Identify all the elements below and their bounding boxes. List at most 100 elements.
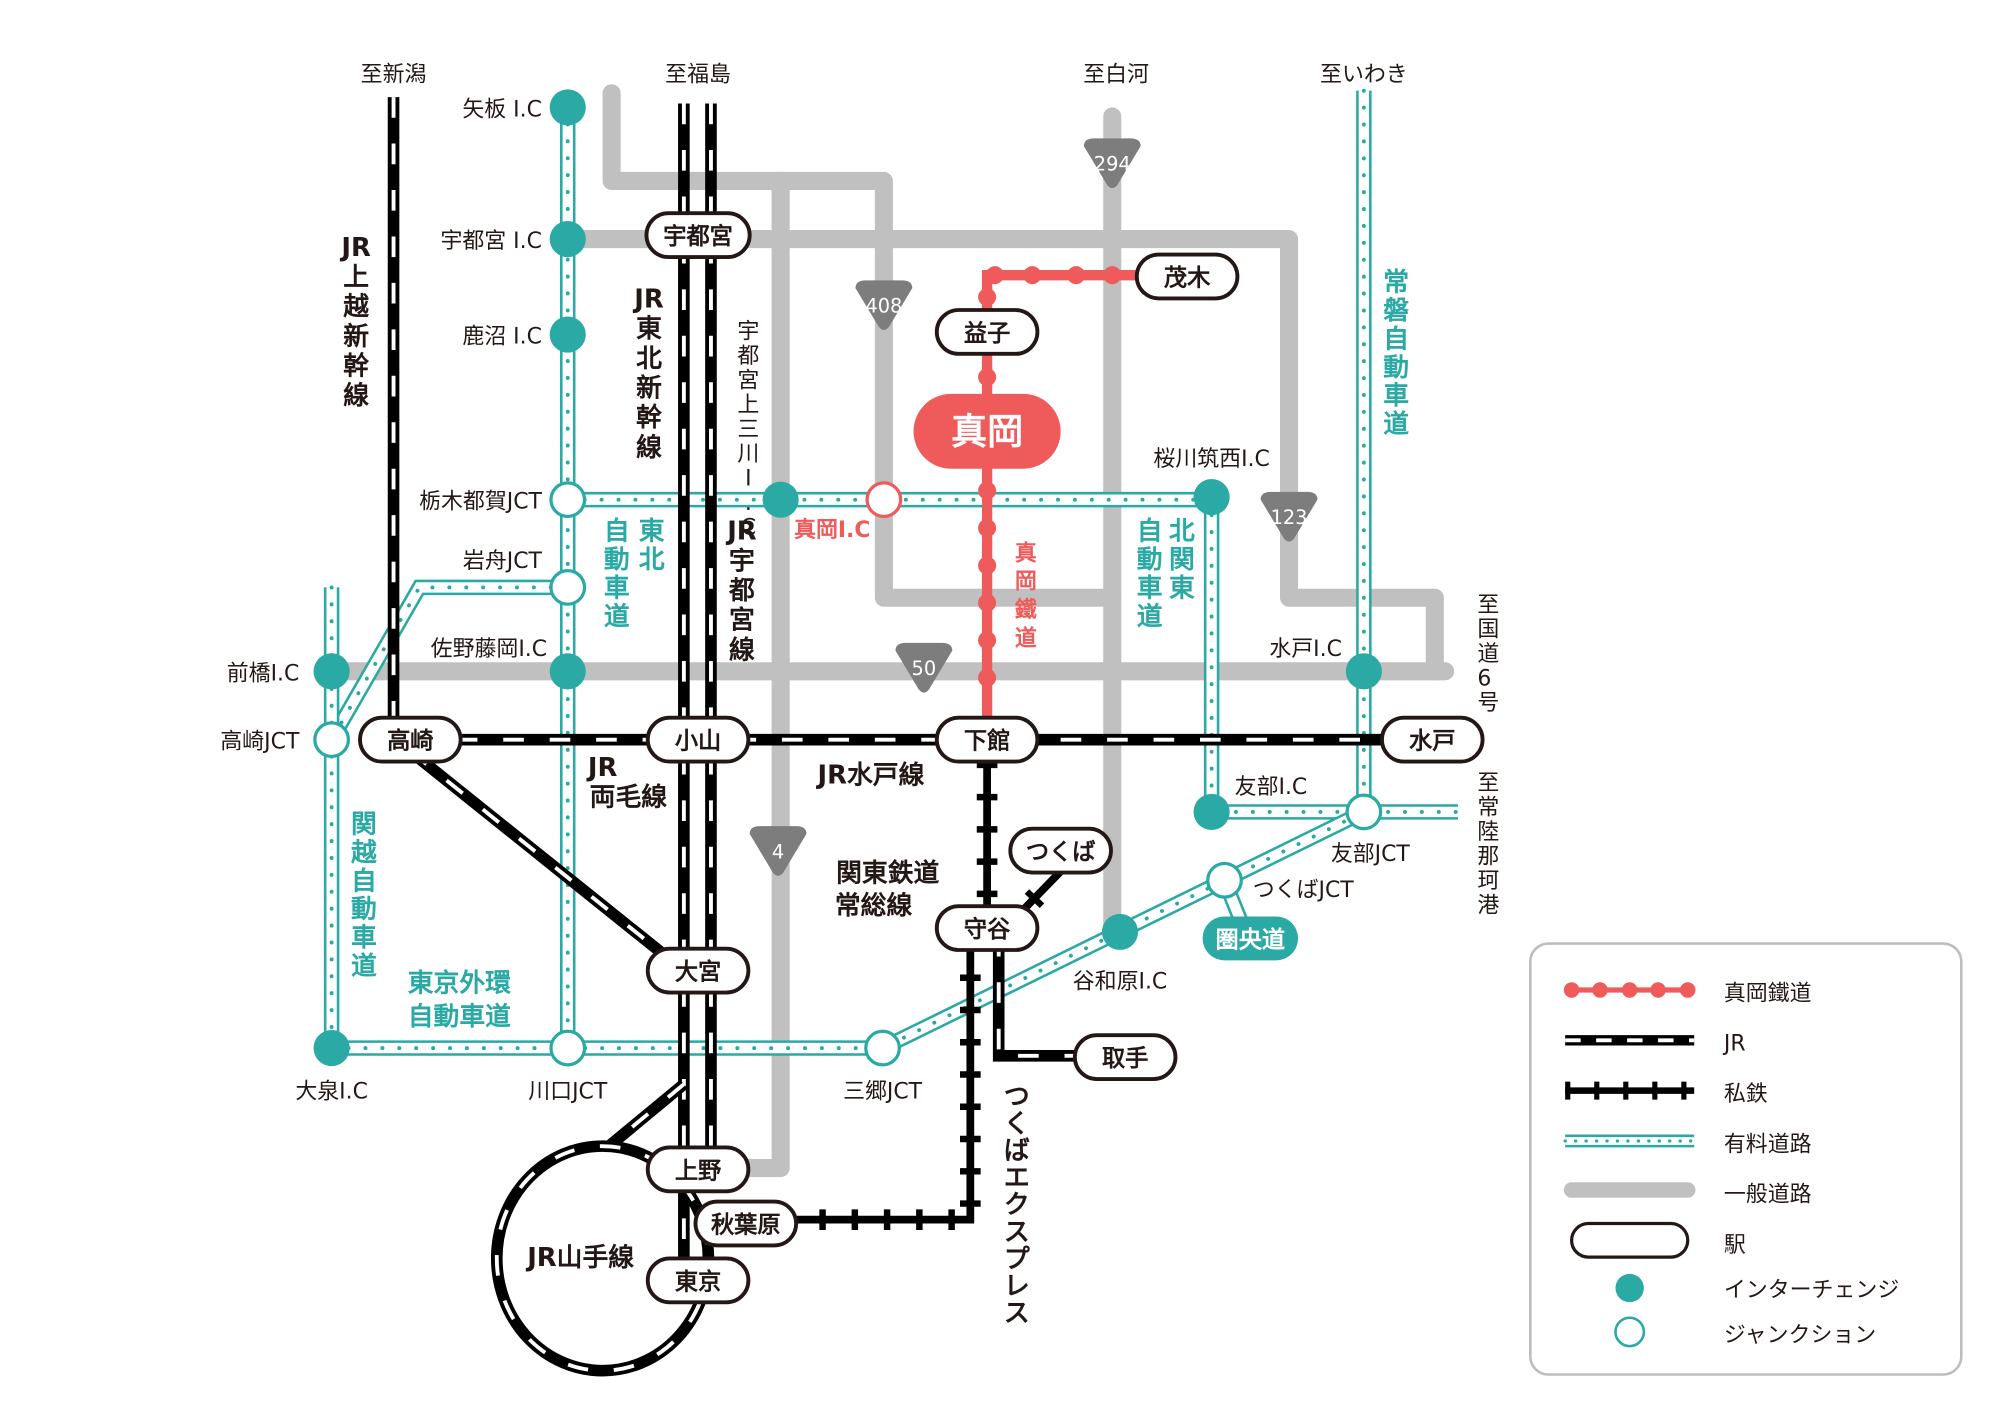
label-moka-railway: 真岡鐵道 [1015, 540, 1037, 651]
svg-text:道: 道 [1383, 409, 1409, 440]
moka-railway-stop-dot [978, 519, 997, 538]
label-maebashi: 前橋I.C [227, 661, 300, 686]
station-shimodate[interactable]: 下館 [934, 715, 1040, 764]
tsukuba-branch-track [1016, 864, 1068, 917]
svg-text:宮: 宮 [729, 605, 755, 636]
svg-text:両毛線: 両毛線 [590, 781, 668, 812]
interchange-yawara[interactable] [1101, 913, 1139, 950]
interchange-kanuma[interactable] [549, 316, 586, 353]
station-moka-label: 真岡 [951, 410, 1023, 453]
takasaki-line-track [406, 746, 688, 976]
station-toride[interactable]: 取手 [1072, 1033, 1178, 1081]
station-label: 小山 [675, 728, 721, 755]
junction-tomobe[interactable] [1345, 793, 1383, 831]
moka-railway-stop-dot [1103, 266, 1122, 285]
route-shield-50: 50 [895, 642, 953, 693]
svg-text:レ: レ [1004, 1272, 1030, 1302]
label-misato: 三郷JCT [843, 1079, 923, 1104]
svg-text:JR: JR [339, 233, 371, 263]
station-mashiko[interactable]: 益子 [934, 308, 1040, 356]
legend-label-junction-circle: ジャンクション [1724, 1323, 1876, 1348]
legend-symbol-interchange [1615, 1273, 1644, 1303]
svg-text:越: 越 [343, 292, 369, 322]
svg-text:線: 線 [729, 634, 755, 665]
junction-iwafune[interactable] [549, 569, 587, 606]
station-takasaki[interactable]: 高崎 [358, 715, 463, 764]
moka-railway-stop-dot [1023, 266, 1042, 285]
interchange-utsunomiya-kamimikawa[interactable] [762, 481, 799, 518]
label-tsukuba: つくばJCT [1253, 878, 1355, 903]
label-yamanote-line: JR山手線 [525, 1242, 634, 1273]
svg-text:自: 自 [351, 865, 377, 896]
svg-text:自: 自 [604, 516, 630, 547]
interchange-utsunomiya[interactable] [549, 220, 586, 258]
label-niigata: 至新潟 [361, 63, 427, 88]
station-oyama[interactable]: 小山 [645, 715, 751, 764]
junction-tsukuba[interactable] [1206, 861, 1243, 899]
svg-text:線: 線 [343, 380, 369, 411]
junction-misato[interactable] [864, 1029, 901, 1067]
svg-text:プ: プ [1004, 1244, 1030, 1274]
station-label: 秋葉原 [711, 1212, 781, 1239]
svg-text:北: 北 [1169, 517, 1195, 547]
svg-text:那: 那 [1477, 845, 1499, 870]
label-shirakawa: 至白河 [1083, 63, 1149, 88]
station-ueno[interactable]: 上野 [645, 1145, 751, 1194]
station-moriya[interactable]: 守谷 [934, 904, 1040, 952]
station-tokyo[interactable]: 東京 [645, 1256, 751, 1305]
svg-text:.: . [745, 491, 752, 516]
junction-takasaki[interactable] [313, 721, 350, 759]
label-tochigi-tsuga: 栃木都賀JCT [419, 490, 542, 515]
legend-label-moka-railway-line: 真岡鐵道 [1724, 981, 1812, 1006]
yamanote-connector [605, 1079, 688, 1151]
svg-text:く: く [1004, 1109, 1030, 1139]
interchange-tomobe[interactable] [1193, 793, 1230, 830]
route-shield-number: 408 [865, 295, 902, 318]
moka-railway-stop-dot [978, 481, 997, 500]
interchange-sakuragawa-chikusei[interactable] [1193, 479, 1230, 516]
legend-label-toll-road-line: 有料道路 [1724, 1132, 1812, 1157]
legend-symbol-moka-railway [1563, 982, 1696, 998]
route-shield-number: 50 [912, 657, 937, 680]
label-iwaki: 至いわき [1320, 63, 1408, 88]
label-yawara: 谷和原I.C [1073, 970, 1168, 995]
svg-text:6: 6 [1477, 666, 1491, 691]
station-omiya[interactable]: 大宮 [645, 946, 751, 995]
interchange-yaita[interactable] [549, 89, 586, 126]
junction-tochigi-tsuga[interactable] [549, 481, 587, 519]
junction-kawaguchi[interactable] [549, 1029, 587, 1067]
station-motegi[interactable]: 茂木 [1134, 252, 1240, 301]
station-label: 下館 [964, 728, 1010, 755]
svg-text:港: 港 [1477, 894, 1499, 919]
svg-text:車: 車 [604, 573, 630, 603]
road-utsunomiya-east [558, 229, 1444, 681]
interchange-moka[interactable] [865, 481, 903, 519]
moka-railway-stop-dot [1067, 266, 1086, 285]
interchange-sano-fujioka[interactable] [549, 653, 586, 690]
svg-text:至: 至 [1477, 771, 1499, 796]
station-label: 益子 [964, 320, 1010, 347]
svg-text:常: 常 [1383, 268, 1409, 298]
interchange-mito[interactable] [1345, 653, 1382, 690]
tsukuba-express-track [774, 948, 981, 1230]
label-takasaki: 高崎JCT [220, 730, 300, 755]
interchange-maebashi[interactable] [313, 653, 350, 690]
station-tsukuba[interactable]: つくば [1008, 826, 1113, 875]
interchange-oizumi[interactable] [313, 1030, 350, 1067]
legend-symbol-station [1570, 1221, 1690, 1259]
moka-railway-stop-dot [978, 631, 997, 650]
station-mito[interactable]: 水戸 [1380, 715, 1485, 764]
station-label: 宇都宮 [663, 223, 733, 250]
station-akihabara[interactable]: 秋葉原 [693, 1199, 799, 1248]
svg-text:関: 関 [1169, 545, 1195, 575]
label-tomobe: 友部I.C [1235, 775, 1308, 800]
label-moka: 真岡I.C [794, 517, 870, 543]
station-moka-main[interactable]: 真岡 [913, 393, 1061, 469]
station-utsunomiya[interactable]: 宇都宮 [644, 211, 752, 260]
